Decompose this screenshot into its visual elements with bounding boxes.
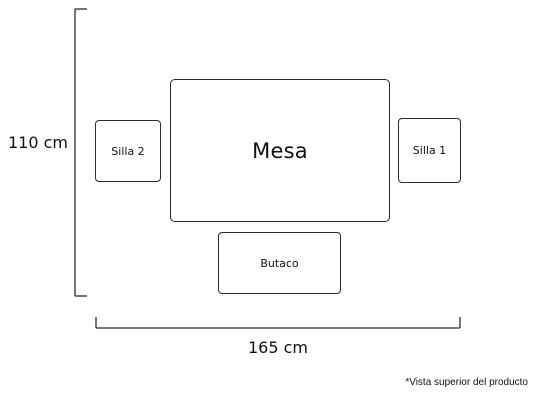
chair-silla-1: Silla 1 — [398, 118, 461, 183]
footnote: *Vista superior del producto — [405, 377, 528, 388]
width-dimension-label: 165 cm — [248, 338, 309, 357]
stool-butaco: Butaco — [218, 232, 341, 294]
height-dimension-label: 110 cm — [8, 133, 69, 152]
table-mesa: Mesa — [170, 79, 390, 222]
chair-left-label: Silla 2 — [111, 144, 145, 158]
table-label: Mesa — [252, 138, 308, 163]
chair-silla-2: Silla 2 — [95, 120, 161, 182]
stool-label: Butaco — [260, 256, 299, 270]
chair-right-label: Silla 1 — [412, 144, 447, 157]
